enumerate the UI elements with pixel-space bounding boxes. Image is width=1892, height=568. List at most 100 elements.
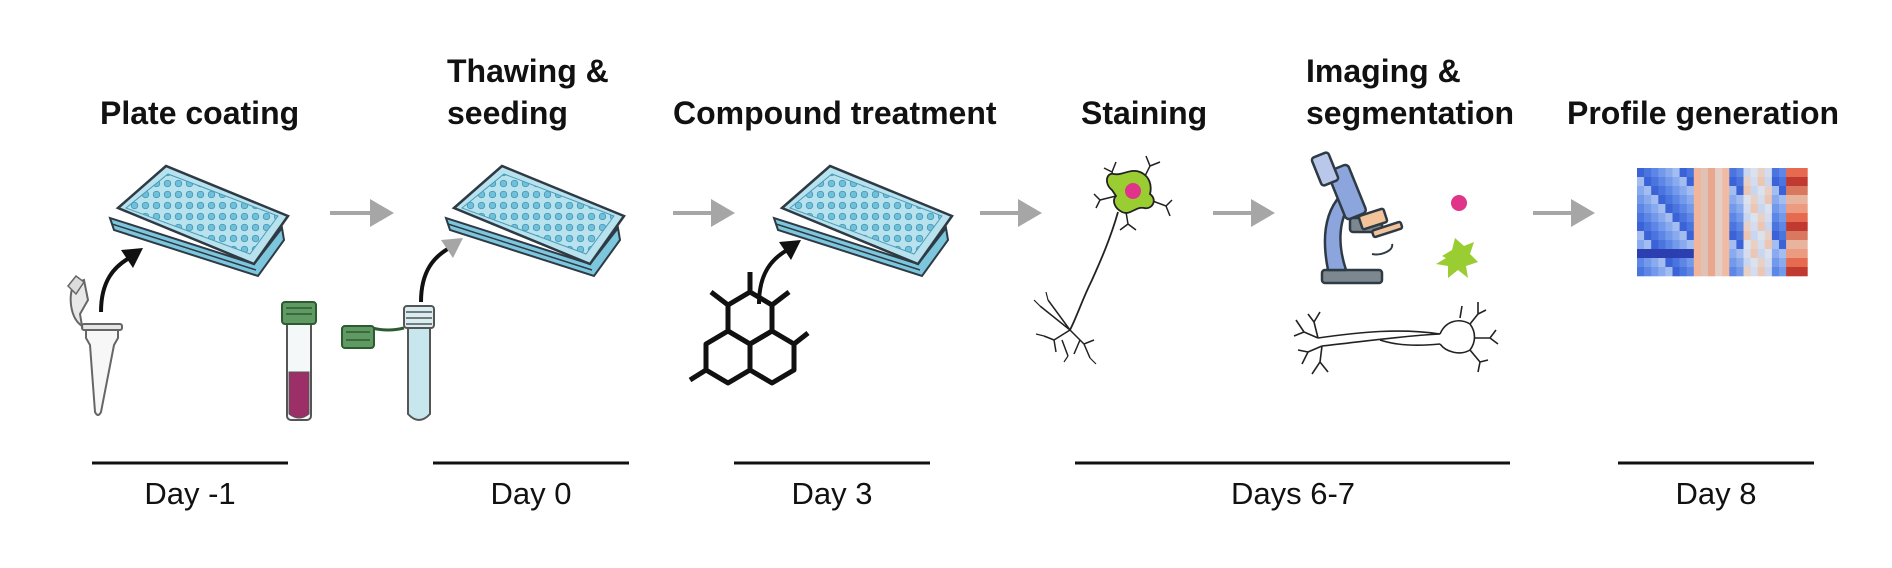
heatmap-cell (1743, 213, 1751, 223)
heatmap-cell (1722, 240, 1730, 250)
heatmap-cell (1779, 204, 1787, 214)
heatmap-cell (1736, 258, 1744, 268)
heatmap-cell (1793, 249, 1801, 259)
heatmap-cell (1693, 249, 1702, 259)
heatmap-cell (1644, 258, 1652, 268)
arrow-1-2 (330, 199, 394, 227)
heatmap-cell (1637, 240, 1645, 250)
heatmap-cell (1665, 240, 1673, 250)
heatmap-cell (1757, 195, 1766, 205)
heatmap-cell (1736, 195, 1744, 205)
heatmap-cell (1736, 222, 1744, 232)
heatmap-cell (1679, 195, 1687, 205)
heatmap-cell (1743, 258, 1751, 268)
heatmap-cell (1637, 177, 1645, 187)
heatmap-cell (1736, 186, 1744, 196)
heatmap-cell (1665, 168, 1673, 178)
heatmap-cell (1729, 222, 1737, 232)
microplate-icon (772, 164, 954, 278)
heatmap-cell (1637, 195, 1645, 205)
heatmap-cell (1743, 186, 1751, 196)
heatmap-cell (1800, 222, 1808, 232)
title-thawing-line1: Thawing & (447, 53, 609, 89)
heatmap-cell (1651, 240, 1659, 250)
heatmap-cell (1686, 249, 1695, 259)
heatmap-cell (1637, 258, 1645, 268)
heatmap-cell (1736, 177, 1744, 187)
heatmap-cell (1700, 258, 1709, 268)
day-label-8: Day 8 (1675, 476, 1757, 511)
heatmap-cell (1757, 213, 1766, 223)
heatmap-cell (1693, 222, 1702, 232)
heatmap-cell (1736, 204, 1744, 214)
heatmap-cell (1750, 168, 1758, 178)
heatmap-cell (1665, 177, 1673, 187)
heatmap-cell (1715, 249, 1723, 259)
heatmap-cell (1800, 195, 1808, 205)
heatmap-cell (1700, 177, 1709, 187)
title-profile-generation: Profile generation (1567, 95, 1840, 131)
day-label-minus1: Day -1 (144, 476, 236, 511)
heatmap-cell (1679, 168, 1687, 178)
heatmap-cell (1658, 195, 1666, 205)
heatmap-cell (1743, 222, 1751, 232)
heatmap-cell (1779, 186, 1787, 196)
heatmap-cell (1700, 267, 1709, 277)
arrow-5-6 (1533, 199, 1595, 227)
heatmap-cell (1665, 213, 1673, 223)
heatmap-cell (1729, 240, 1737, 250)
heatmap-cell (1665, 267, 1673, 277)
heatmap-cell (1750, 195, 1758, 205)
heatmap-cell (1771, 249, 1780, 259)
heatmap-cell (1771, 267, 1780, 277)
title-compound-treatment: Compound treatment (673, 95, 997, 131)
heatmap-cell (1679, 231, 1687, 241)
traced-neuron-icon (1293, 302, 1499, 375)
heatmap-cell (1665, 249, 1673, 259)
heatmap-cell (1658, 231, 1666, 241)
heatmap-cell (1786, 195, 1794, 205)
day-label-0: Day 0 (490, 476, 572, 511)
heatmap-cell (1651, 195, 1659, 205)
heatmap-cell (1779, 195, 1787, 205)
heatmap-cell (1672, 204, 1680, 214)
heatmap-cell (1779, 267, 1787, 277)
heatmap-cell (1686, 186, 1695, 196)
heatmap-cell (1665, 231, 1673, 241)
heatmap-cell (1715, 240, 1723, 250)
heatmap-cell (1693, 267, 1702, 277)
heatmap-cell (1793, 231, 1801, 241)
neuron-icon (1033, 155, 1173, 365)
heatmap-cell (1771, 177, 1780, 187)
heatmap-cell (1786, 240, 1794, 250)
heatmap-cell (1764, 249, 1773, 259)
heatmap-cell (1679, 240, 1687, 250)
heatmap-cell (1644, 249, 1652, 259)
heatmap-cell (1715, 213, 1723, 223)
heatmap-cell (1708, 267, 1716, 277)
heatmap-cell (1764, 177, 1773, 187)
heatmap-cell (1658, 222, 1666, 232)
nucleus-mask-icon (1451, 195, 1467, 211)
heatmap-cell (1764, 204, 1773, 214)
heatmap-cell (1800, 267, 1808, 277)
heatmap-cell (1793, 240, 1801, 250)
heatmap-cell (1672, 258, 1680, 268)
heatmap-cell (1686, 267, 1695, 277)
heatmap-cell (1715, 204, 1723, 214)
title-imaging-line2: segmentation (1306, 95, 1515, 131)
heatmap-cell (1786, 267, 1794, 277)
arrow-2-3 (673, 199, 735, 227)
heatmap-cell (1679, 267, 1687, 277)
heatmap-cell (1715, 168, 1723, 178)
heatmap-cell (1665, 195, 1673, 205)
heatmap-cell (1708, 204, 1716, 214)
heatmap-cell (1764, 168, 1773, 178)
heatmap-cell (1743, 195, 1751, 205)
heatmap-cell (1779, 231, 1787, 241)
day-label-6-7: Days 6-7 (1230, 476, 1356, 511)
heatmap-cell (1800, 249, 1808, 259)
heatmap-cell (1715, 231, 1723, 241)
heatmap-cell (1743, 267, 1751, 277)
